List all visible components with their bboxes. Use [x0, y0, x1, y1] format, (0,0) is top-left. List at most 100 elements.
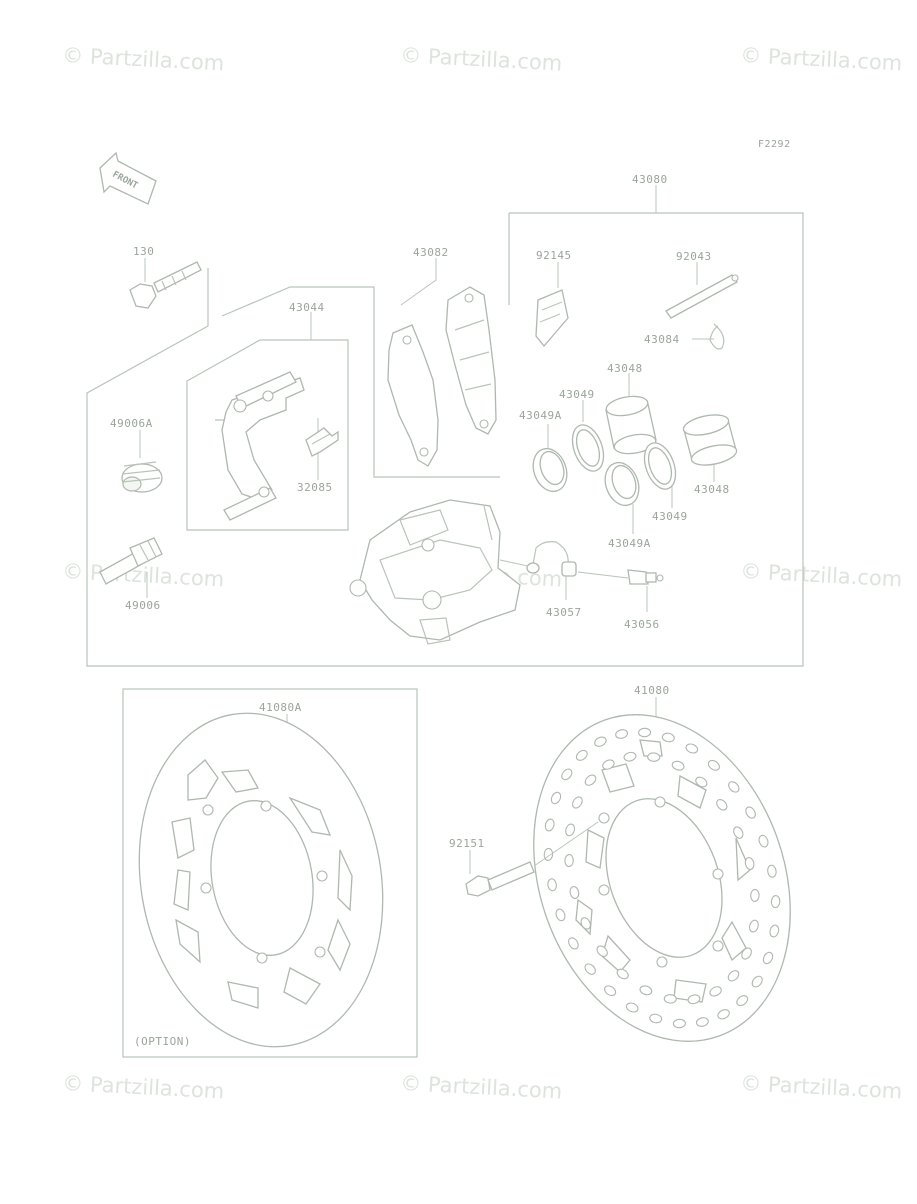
vent-hole — [647, 752, 661, 762]
diagram-code: F2292 — [758, 139, 791, 150]
label-92043: 92043 — [676, 250, 712, 263]
piston-43048-lower — [682, 414, 738, 482]
vent-hole — [594, 736, 607, 747]
vent-hole — [616, 968, 629, 980]
watermark: © Partzilla.com — [740, 43, 903, 75]
brake-disc-41080 — [533, 697, 791, 1042]
seal-43049-lower — [643, 442, 677, 508]
vent-hole — [741, 947, 752, 960]
vent-hole — [716, 798, 728, 811]
bracket-box — [186, 339, 349, 531]
vent-hole — [623, 751, 637, 762]
bleeder-valve-43056 — [577, 569, 664, 612]
vent-hole — [727, 970, 740, 982]
vent-hole — [695, 1017, 709, 1027]
label-43049A-lower: 43049A — [608, 537, 651, 550]
vent-hole — [767, 864, 777, 878]
part-labels: 43080 130 43082 92145 92043 43044 43084 … — [110, 173, 730, 1048]
bracket-43044 — [221, 312, 312, 521]
vent-hole — [707, 759, 720, 771]
vent-hole — [709, 986, 722, 997]
vent-hole — [555, 908, 566, 922]
brake-disc-41080A — [138, 712, 384, 1048]
label-92145: 92145 — [536, 249, 572, 262]
label-32085: 32085 — [297, 481, 333, 494]
watermark: © Partzilla.com — [740, 559, 903, 591]
watermark: © Partzilla.com — [400, 1071, 563, 1103]
vent-hole — [661, 732, 675, 743]
seal-43049A-lower — [604, 461, 640, 534]
label-49006A: 49006A — [110, 417, 153, 430]
vent-hole — [569, 886, 580, 899]
plate-32085 — [305, 418, 339, 480]
option-box — [122, 688, 418, 1058]
vent-hole — [744, 857, 755, 870]
vent-hole — [604, 985, 617, 997]
vent-hole — [575, 749, 588, 761]
vent-hole — [748, 919, 759, 933]
spring-92145 — [535, 262, 569, 348]
vent-hole — [695, 776, 708, 788]
label-43049-upper: 43049 — [559, 388, 595, 401]
vent-hole — [663, 994, 677, 1004]
bolt-92151 — [465, 821, 599, 897]
vent-hole — [736, 995, 749, 1007]
seal-43049A-upper — [532, 424, 568, 493]
caliper-assembly-outline — [86, 185, 804, 667]
disc-vent-holes — [543, 727, 781, 1029]
label-43049-lower: 43049 — [652, 510, 688, 523]
vent-hole — [561, 768, 573, 781]
label-43048-lower: 43048 — [694, 483, 730, 496]
label-43056: 43056 — [624, 618, 660, 631]
watermark: © Partzilla.com — [62, 1071, 225, 1103]
caliper-body — [349, 499, 521, 645]
vent-hole — [717, 1009, 730, 1020]
vent-hole — [687, 994, 701, 1005]
label-43057: 43057 — [546, 606, 582, 619]
vent-hole — [638, 727, 652, 738]
bleeder-cap-43057 — [499, 541, 577, 600]
vent-hole — [762, 951, 774, 965]
vent-hole — [568, 937, 579, 950]
label-43082: 43082 — [413, 246, 449, 259]
seal-43049-upper — [571, 400, 605, 472]
vent-hole — [685, 743, 699, 754]
label-43044: 43044 — [289, 301, 325, 314]
vent-hole — [544, 818, 555, 832]
vent-hole — [547, 878, 557, 892]
watermark: © Partzilla.com — [400, 43, 563, 75]
label-41080: 41080 — [634, 684, 670, 697]
option-label: (OPTION) — [134, 1035, 191, 1048]
piston-43048-upper — [605, 373, 657, 455]
front-arrow-icon: FRONT — [99, 151, 157, 205]
pin-92043 — [665, 262, 739, 319]
label-43080: 43080 — [632, 173, 668, 186]
vent-hole — [602, 759, 615, 770]
label-43048-upper: 43048 — [607, 362, 643, 375]
label-92151: 92151 — [449, 837, 485, 850]
brake-pads-43082 — [387, 258, 497, 467]
watermark: © Partzilla.com — [740, 1071, 903, 1103]
vent-hole — [769, 924, 780, 938]
vent-hole — [565, 823, 576, 837]
vent-hole — [564, 854, 574, 868]
vent-hole — [649, 1013, 663, 1024]
vent-hole — [733, 826, 744, 839]
watermark: © Partzilla.com — [62, 43, 225, 75]
label-130: 130 — [133, 245, 154, 258]
vent-hole — [728, 781, 740, 793]
label-43049A-upper: 43049A — [519, 409, 562, 422]
boot-49006A — [121, 430, 163, 493]
bolt-130 — [129, 258, 202, 309]
vent-hole — [596, 945, 608, 958]
vent-hole — [639, 985, 653, 996]
label-43084: 43084 — [644, 333, 680, 346]
vent-hole — [750, 888, 760, 902]
vent-hole — [751, 975, 763, 988]
vent-hole — [615, 729, 629, 739]
clip-43084 — [692, 323, 725, 350]
vent-hole — [625, 1002, 639, 1013]
label-49006: 49006 — [125, 599, 161, 612]
